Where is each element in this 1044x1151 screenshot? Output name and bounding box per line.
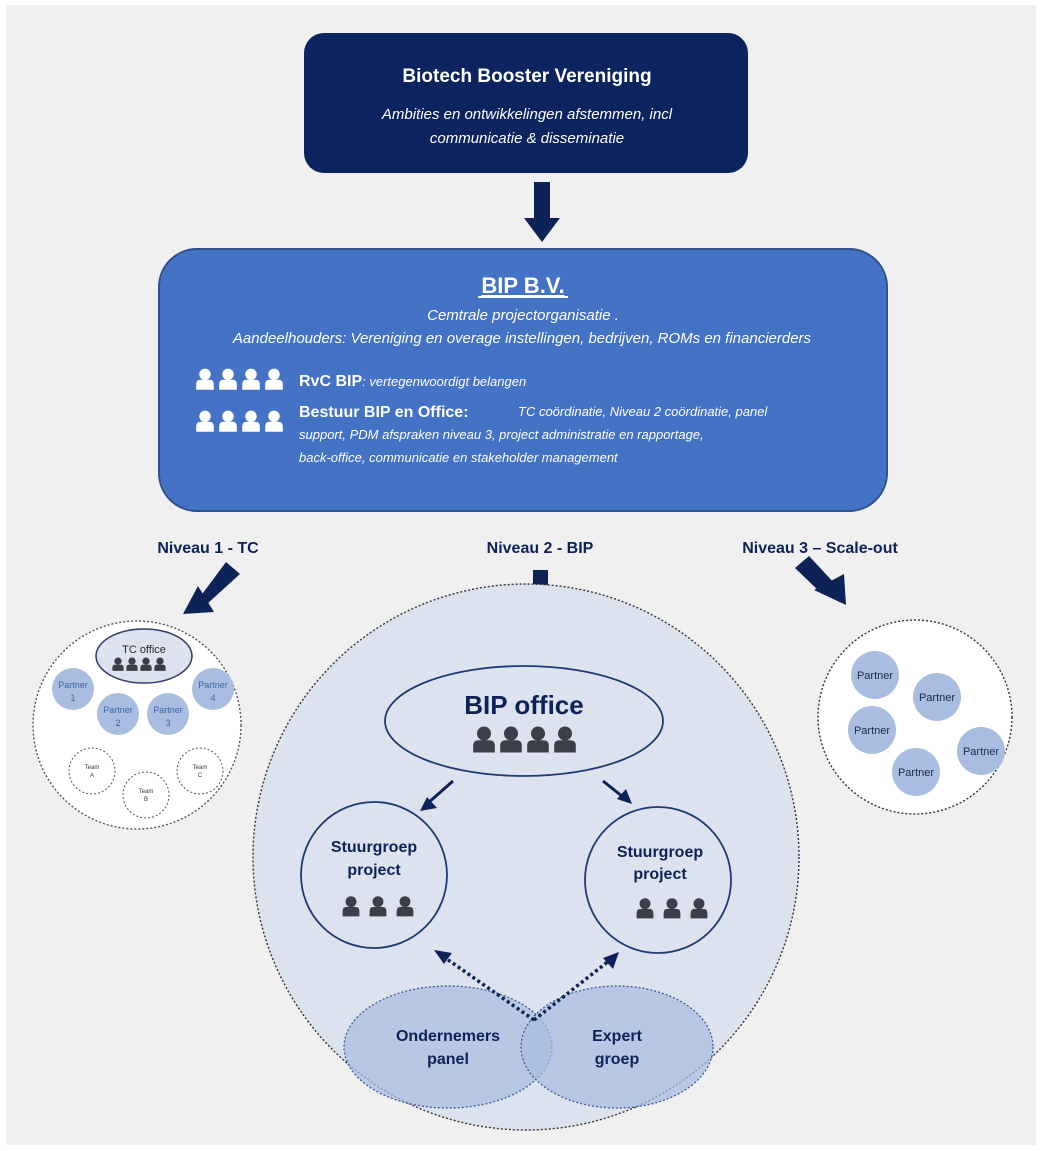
svg-text:Team: Team xyxy=(85,765,100,771)
bip-bv-subtitle: Cemtrale projectorganisatie . xyxy=(427,307,619,324)
tc-office-label: TC office xyxy=(122,644,166,656)
stuurgroep-left: Stuurgroep project xyxy=(300,801,448,949)
arrow-down-right-icon xyxy=(602,779,632,804)
arrow-down-right-icon xyxy=(795,556,846,605)
svg-text:1: 1 xyxy=(70,693,75,703)
svg-text:panel: panel xyxy=(427,1051,469,1068)
level-2-label: Niveau 2 - BIP xyxy=(487,540,594,557)
svg-text:Team: Team xyxy=(139,789,154,795)
svg-text:Partner: Partner xyxy=(857,670,893,682)
bip-bv-shareholders: Aandeelhouders: Vereniging en overage in… xyxy=(232,330,812,347)
arrow-down-left-icon xyxy=(183,562,240,614)
vereniging-title: Biotech Booster Vereniging xyxy=(402,66,651,87)
scaleout-partner-4: Partner xyxy=(957,727,1005,775)
rvc-line: RvC BIP: vertegenwoordigt belangen xyxy=(299,373,526,390)
vereniging-box: Biotech Booster Vereniging Ambities en o… xyxy=(304,33,748,173)
tc-team-c: Team C xyxy=(176,747,224,795)
svg-text:Partner: Partner xyxy=(854,725,890,737)
bip-office-label: BIP office xyxy=(464,690,583,720)
dotted-arrow-icon xyxy=(532,952,619,1022)
dotted-arrow-icon xyxy=(434,950,536,1022)
rvc-text: : vertegenwoordigt belangen xyxy=(362,374,526,389)
scaleout-partner-5: Partner xyxy=(892,748,940,796)
svg-text:Partner: Partner xyxy=(58,680,88,690)
svg-text:Partner: Partner xyxy=(963,746,999,758)
scaleout-partner-2: Partner xyxy=(913,673,961,721)
tc-partner-4: Partner 4 xyxy=(192,668,234,710)
tc-team-b: Team B xyxy=(122,771,170,819)
rvc-label: RvC BIP xyxy=(299,373,362,390)
bip-bv-box: BIP B.V. Cemtrale projectorganisatie . A… xyxy=(158,248,888,512)
bestuur-line3: back-office, communicatie en stakeholder… xyxy=(299,450,619,465)
person-group-icon xyxy=(636,898,708,919)
level-1-label: Niveau 1 - TC xyxy=(157,540,259,557)
svg-text:Stuurgroep: Stuurgroep xyxy=(331,839,417,856)
person-group-icon xyxy=(342,896,414,917)
bestuur-line1: TC coördinatie, Niveau 2 coördinatie, pa… xyxy=(518,404,768,419)
expert-groep: Expert groep xyxy=(520,985,714,1109)
svg-text:3: 3 xyxy=(165,718,170,728)
bip-office-ellipse xyxy=(384,665,664,777)
svg-text:B: B xyxy=(144,797,148,803)
tc-partner-2: Partner 2 xyxy=(97,693,139,735)
level-3-label: Niveau 3 – Scale-out xyxy=(742,540,898,557)
svg-text:Partner: Partner xyxy=(103,705,133,715)
bestuur-label: Bestuur BIP en Office: xyxy=(299,404,469,421)
svg-text:Partner: Partner xyxy=(919,692,955,704)
svg-text:groep: groep xyxy=(595,1051,640,1068)
svg-text:2: 2 xyxy=(115,718,120,728)
svg-text:Team: Team xyxy=(193,765,208,771)
tc-partner-3: Partner 3 xyxy=(147,693,189,735)
tc-partner-1: Partner 1 xyxy=(52,668,94,710)
svg-text:project: project xyxy=(347,862,401,879)
svg-text:Partner: Partner xyxy=(153,705,183,715)
svg-text:Stuurgroep: Stuurgroep xyxy=(617,844,703,861)
svg-text:project: project xyxy=(633,866,687,883)
svg-text:4: 4 xyxy=(210,693,215,703)
stuurgroep-right: Stuurgroep project xyxy=(584,806,732,954)
vereniging-line2: communicatie & disseminatie xyxy=(430,130,624,147)
tc-team-a: Team A xyxy=(68,747,116,795)
svg-text:C: C xyxy=(198,773,203,779)
arrow-down-icon xyxy=(524,182,560,242)
svg-text:Expert: Expert xyxy=(592,1028,642,1045)
scaleout-partner-3: Partner xyxy=(848,706,896,754)
arrow-down-left-icon xyxy=(420,779,454,811)
tc-cluster: TC office Partner 1 Partner 2 Partner 3 … xyxy=(32,620,242,830)
vereniging-line1: Ambities en ontwikkelingen afstemmen, in… xyxy=(381,106,673,123)
svg-text:A: A xyxy=(90,773,94,779)
bestuur-line2: support, PDM afspraken niveau 3, project… xyxy=(299,427,704,442)
bip-cluster: BIP office Stuurgroep project xyxy=(252,583,800,1131)
scaleout-cluster: Partner Partner Partner Partner Partner xyxy=(817,619,1013,815)
scaleout-partner-1: Partner xyxy=(851,651,899,699)
svg-text:Ondernemers: Ondernemers xyxy=(396,1028,500,1045)
svg-text:Partner: Partner xyxy=(198,680,228,690)
svg-text:Partner: Partner xyxy=(898,767,934,779)
bip-bv-title: BIP B.V. xyxy=(481,273,564,298)
